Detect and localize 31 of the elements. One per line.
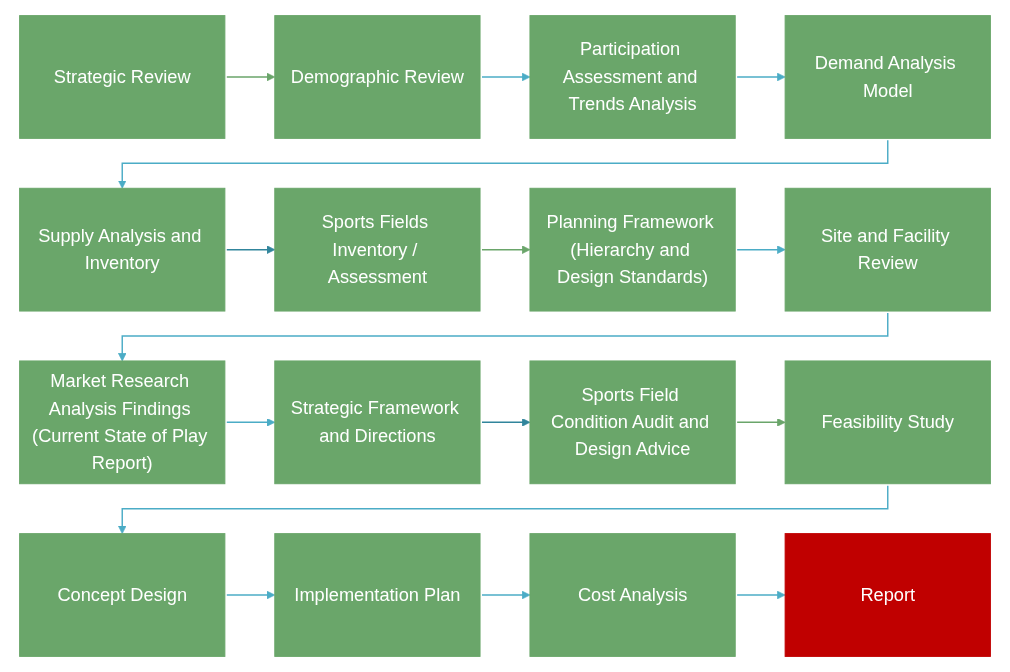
arrow [736,72,786,82]
node-box: Feasibility Study [784,360,991,485]
node-box: Demographic Review [274,15,481,139]
node-box: Strategic Framework and Directions [274,360,481,485]
arrow [118,312,889,362]
node-box: Cost Analysis [529,533,736,657]
arrow [481,72,531,82]
node-box: Report [784,533,991,657]
node-box: Strategic Review [19,15,226,139]
node-box: Sports Field Condition Audit and Design Advice [529,360,736,485]
node-box: Concept Design [19,533,226,657]
node-box: Participation Assessment and Trends Analysis [529,15,736,139]
node-box: Market Research Analysis Findings (Current State of Play Report) [19,360,226,485]
arrow [226,72,276,82]
node-box: Site and Facility Review [784,187,991,312]
node-box: Implementation Plan [274,533,481,657]
arrow [481,590,531,600]
arrow [736,590,786,600]
arrow [481,418,531,427]
arrow [736,245,786,254]
arrow [118,484,889,534]
node-box: Sports Fields Inventory / Assessment [274,187,481,312]
arrow [226,590,276,600]
arrow [226,245,276,254]
node-box: Demand Analysis Model [784,15,991,139]
node-box: Planning Framework (Hierarchy and Design Standards) [529,187,736,312]
node-box: Supply Analysis and Inventory [19,187,226,312]
arrow [226,418,276,427]
arrow [118,139,889,189]
arrow [736,418,786,427]
arrow [481,245,531,254]
